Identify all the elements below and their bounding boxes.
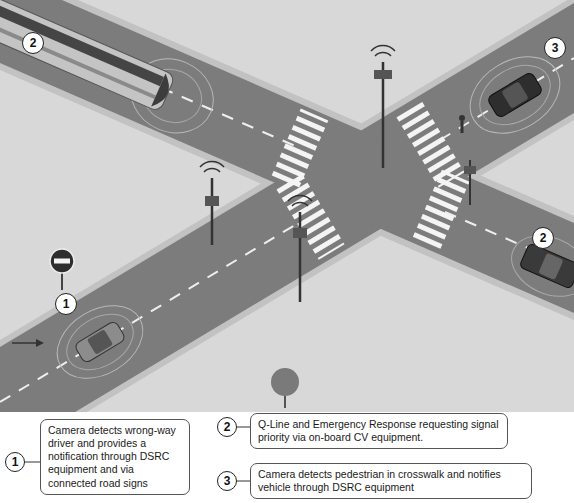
dsrc-pole <box>371 46 395 168</box>
streetcar-body <box>0 0 176 112</box>
callout-number: 3 <box>552 42 559 54</box>
callout-circle: 2 <box>217 417 237 437</box>
callout-number: 2 <box>224 421 231 433</box>
arrow-head <box>36 339 44 347</box>
callout-circle: 1 <box>55 293 77 315</box>
wrong-way-car <box>44 291 156 393</box>
no-entry-sign <box>50 249 74 290</box>
wireless-icon <box>200 162 224 172</box>
tree-canopy <box>271 368 299 396</box>
lane-line <box>0 222 300 402</box>
callout-text: Camera detects pedestrian in crosswalk a… <box>258 468 524 494</box>
crosswalk <box>270 108 328 190</box>
signal-wave <box>44 291 156 393</box>
callout-box: Camera detects wrong-way driver and prov… <box>40 419 190 495</box>
callout-box: Camera detects pedestrian in crosswalk a… <box>250 463 532 499</box>
callout-number: 1 <box>12 456 19 468</box>
vehicle-roof <box>538 253 563 280</box>
car-roof <box>87 329 113 355</box>
pedestrian <box>459 115 465 133</box>
callout-number: 2 <box>30 37 37 49</box>
leader-line <box>237 481 250 482</box>
callout-circle: 2 <box>22 32 44 54</box>
wireless-icon <box>371 46 395 56</box>
dsrc-pole <box>200 162 224 245</box>
emergency-vehicle <box>502 224 574 307</box>
callout-number: 1 <box>63 298 70 310</box>
camera <box>464 166 476 174</box>
vehicle-body <box>487 71 544 118</box>
signal-head <box>293 228 307 238</box>
sign-face <box>50 249 74 273</box>
callout-box: Q-Line and Emergency Response requesting… <box>250 413 508 449</box>
arrow-shaft <box>12 342 38 344</box>
car-body <box>74 320 126 364</box>
callout-circle: 3 <box>217 471 237 491</box>
callout-circle: 1 <box>5 452 25 472</box>
signal-wave <box>502 224 574 307</box>
pole <box>299 212 302 302</box>
crosswalk <box>396 100 465 187</box>
crosswalk <box>276 172 345 259</box>
sign-bar <box>54 259 70 264</box>
vehicle-roof <box>501 81 528 108</box>
pedestrian-body <box>461 121 464 133</box>
tree <box>271 368 299 408</box>
streetcar <box>0 0 225 146</box>
dsrc-pole <box>464 160 476 205</box>
callout-circle: 2 <box>532 227 554 249</box>
dsrc-pole <box>288 196 312 302</box>
leader-line <box>237 427 250 428</box>
streetcar-stripe <box>0 20 156 99</box>
wireless-icon <box>288 196 312 206</box>
streetcar-nose <box>151 73 175 110</box>
callout-number: 3 <box>224 475 231 487</box>
vehicle-body <box>519 243 574 289</box>
sign-post <box>61 272 63 290</box>
dsrc-unit <box>205 196 219 206</box>
camera <box>374 70 392 79</box>
signal-wave <box>469 53 561 137</box>
callout-number: 2 <box>540 232 547 244</box>
streetcar-windows <box>0 1 164 86</box>
leader-line <box>25 462 40 463</box>
pedestrian-head <box>459 115 465 121</box>
signal-wave <box>57 303 143 381</box>
callout-text: Q-Line and Emergency Response requesting… <box>258 418 500 444</box>
pole <box>211 178 214 245</box>
direction-arrow <box>12 339 44 347</box>
callout-text: Camera detects wrong-way driver and prov… <box>48 424 182 490</box>
crosswalk <box>412 170 470 252</box>
crosswalks <box>270 108 469 251</box>
callout-circle: 3 <box>544 37 566 59</box>
intersection-illustration <box>0 0 574 412</box>
